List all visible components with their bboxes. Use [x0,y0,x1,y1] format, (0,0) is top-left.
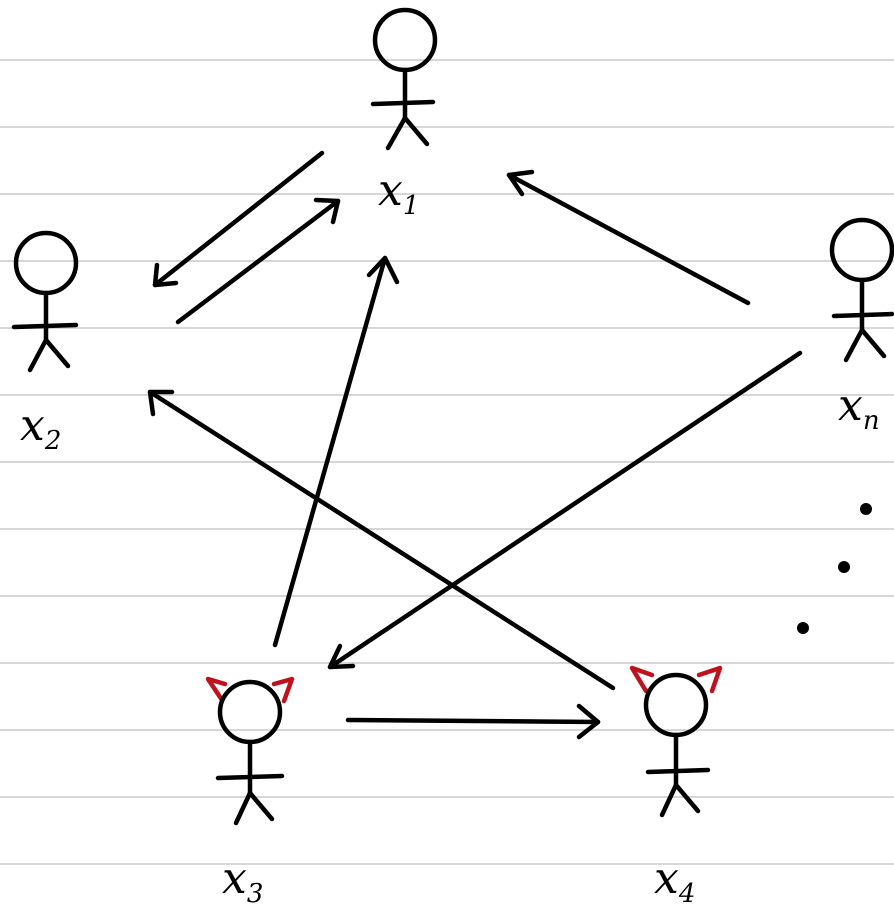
node-label: x3 [222,853,263,909]
stick-figure-icon [829,217,894,363]
node-label: x4 [654,853,695,909]
node-x1: x1 [370,7,438,221]
node-label: x2 [20,400,61,456]
arrow-xn-to-x3 [327,350,803,670]
node-x4: x4 [629,665,723,909]
arrow-x3-to-x1 [272,255,400,648]
node-x2: x2 [11,230,79,456]
node-x3: x3 [205,676,295,909]
arrow-x4-to-x2 [147,389,616,691]
arrow-xn-to-x1 [506,169,751,306]
ruled-lines [0,59,894,865]
devil-horns-icon [629,665,723,694]
node-label: xn [838,380,880,436]
ellipsis-dots [797,503,872,634]
node-label: x1 [378,165,419,221]
stick-figure-icon [370,7,438,151]
stick-figure-icon [11,230,79,373]
stick-figure-icon [643,672,711,818]
arrow-x1-to-x2 [152,150,325,288]
arrow-x3-to-x4 [345,703,601,740]
node-xn: xn [829,217,894,436]
arrow-x2-to-x1 [175,197,341,325]
edges [147,150,803,740]
devil-horns-icon [205,676,295,704]
stick-figure-icon [215,679,285,826]
